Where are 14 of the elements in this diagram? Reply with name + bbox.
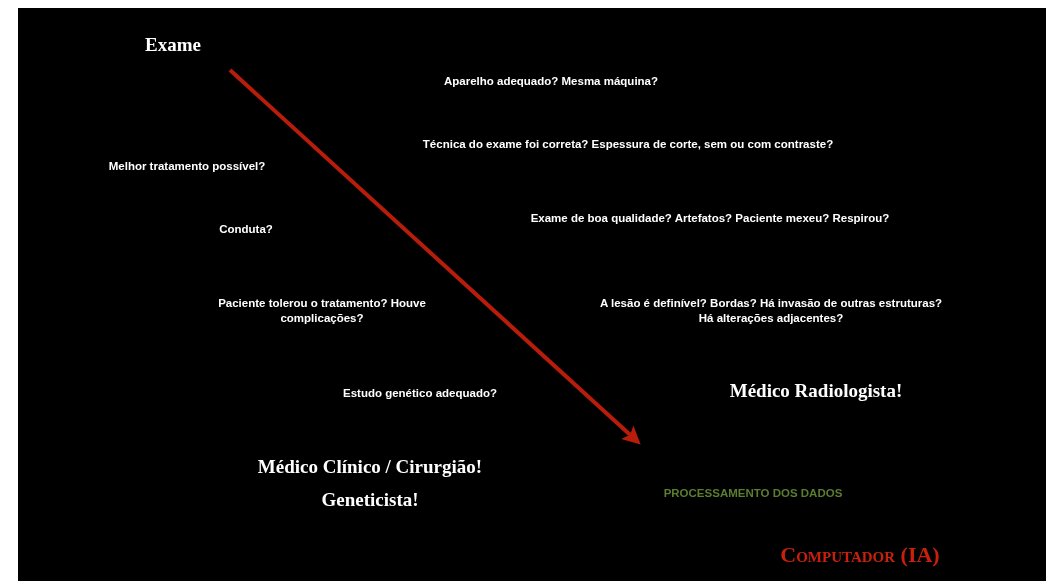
role-heading: Geneticista!: [320, 489, 420, 511]
question-text: Estudo genético adequado?: [342, 386, 498, 401]
question-text: Aparelho adequado? Mesma máquina?: [442, 74, 660, 89]
role-heading: Médico Radiologista!: [728, 380, 904, 402]
question-text: Exame de boa qualidade? Artefatos? Paciente mexeu? Respirou?: [529, 211, 891, 226]
heading: Exame: [144, 34, 202, 56]
question-text: A lesão é definível? Bordas? Há invasão de outras estruturas? Há alterações adjacentes?: [598, 296, 944, 326]
role-heading: Médico Clínico / Cirurgião!: [256, 456, 484, 478]
question-text: Melhor tratamento possível?: [107, 159, 267, 174]
question-text: Conduta?: [218, 222, 274, 237]
output-heading: Computador (IA): [779, 544, 941, 566]
question-text: Paciente tolerou o tratamento? Houve complicações?: [217, 296, 427, 326]
process-label: PROCESSAMENTO DOS DADOS: [662, 486, 844, 501]
question-text: Técnica do exame foi correta? Espessura de corte, sem ou com contraste?: [421, 137, 835, 152]
